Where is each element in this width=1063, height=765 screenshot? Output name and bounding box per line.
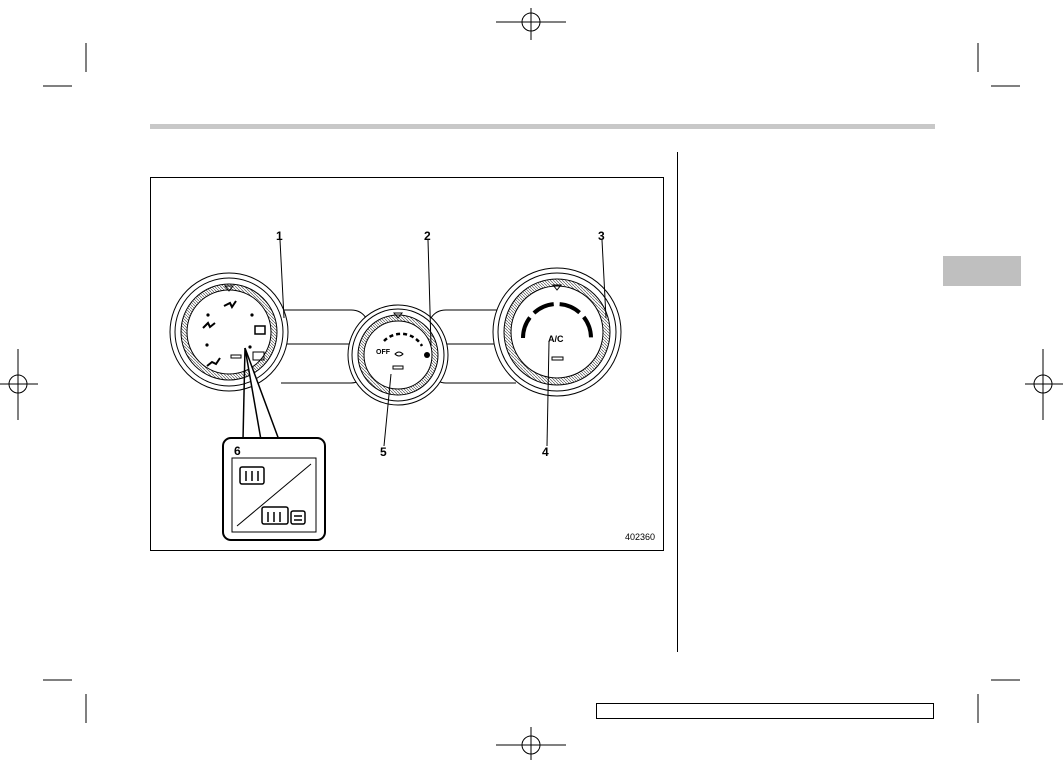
column-divider [677, 152, 678, 652]
defrost-rear-window-icon [239, 466, 265, 485]
section-tab [943, 256, 1021, 286]
ac-label: A/C [548, 334, 564, 344]
control-panel-diagram: OFF A/C [169, 239, 622, 541]
footer-box [596, 703, 934, 719]
callout-6: 6 [234, 444, 241, 458]
callout-2: 2 [424, 229, 431, 243]
fan-dial[interactable] [347, 304, 449, 406]
control-panel-figure: OFF A/C [150, 177, 664, 551]
callout-4: 4 [542, 445, 549, 459]
defrost-mirror-icon [261, 506, 306, 525]
callout-5: 5 [380, 445, 387, 459]
figure-code: 402360 [624, 532, 655, 542]
header-rule [150, 124, 935, 129]
callout-1: 1 [276, 229, 283, 243]
fan-icon [394, 351, 430, 358]
temperature-dial[interactable] [492, 267, 622, 397]
mode-dial[interactable] [169, 272, 289, 392]
airflow-mode-icons [202, 300, 266, 367]
callout-3: 3 [598, 229, 605, 243]
off-label: OFF [376, 349, 391, 356]
